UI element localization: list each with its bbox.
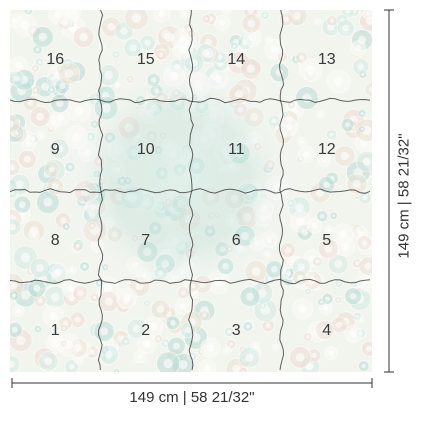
panel-number: 7 xyxy=(141,231,151,249)
width-dimension-line xyxy=(11,378,373,388)
vertical-seam xyxy=(188,10,194,371)
vertical-seam xyxy=(278,10,285,371)
panel-number: 12 xyxy=(317,141,336,159)
panel-number: 8 xyxy=(50,231,60,249)
width-dimension-label: 149 cm | 58 21/32" xyxy=(129,389,255,406)
panel-number: 5 xyxy=(322,231,332,249)
panel-number: 9 xyxy=(50,141,60,159)
panel-number: 1 xyxy=(50,322,60,340)
vertical-seam xyxy=(97,10,104,371)
height-dimension-label: 149 cm | 58 21/32" xyxy=(395,133,413,259)
horizontal-seam xyxy=(10,97,371,104)
height-dimension-line xyxy=(384,9,394,373)
panel-number: 6 xyxy=(231,231,241,249)
panel-number: 3 xyxy=(231,322,241,340)
horizontal-seam xyxy=(10,278,371,285)
panel-number: 11 xyxy=(227,141,245,159)
panel-number: 2 xyxy=(141,322,151,340)
panel-number: 15 xyxy=(136,50,155,68)
panel-number: 10 xyxy=(136,141,155,159)
panel-number: 16 xyxy=(46,50,65,68)
panel-number: 13 xyxy=(317,50,336,68)
panel-number: 14 xyxy=(227,50,246,68)
panel-seams xyxy=(10,10,371,371)
horizontal-seam xyxy=(10,188,371,194)
panel-number: 4 xyxy=(322,322,332,340)
